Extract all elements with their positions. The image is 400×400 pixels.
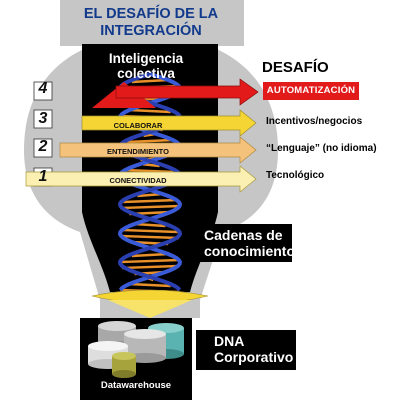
knowledge-chains-label: Cadenas de conocimiento — [196, 224, 296, 262]
datawarehouse-label: Datawarehouse — [100, 380, 172, 391]
diagram-title: EL DESAFÍO DE LA INTEGRACIÓN — [66, 6, 236, 40]
helix-rung — [131, 252, 169, 258]
automatizacion-arrow — [115, 78, 259, 106]
helix-rung — [123, 198, 177, 204]
helix-rung — [122, 228, 178, 234]
helix-rung — [121, 234, 179, 240]
helix-rung — [129, 108, 171, 114]
challenge-incentivos: Incentivos/negocios — [266, 116, 363, 127]
title-line-2: INTEGRACIÓN — [100, 23, 202, 39]
dna-line-2: Corporativo — [214, 349, 294, 365]
intelligence-line-2: colectiva — [117, 66, 175, 81]
level-number-4: 4 — [38, 80, 48, 97]
level-label-colaborar: COLABORAR — [113, 121, 163, 130]
colaborar-arrow — [81, 109, 257, 137]
corporate-dna-label: DNA Corporativo — [196, 330, 296, 370]
intelligence-line-1: Inteligencia — [108, 51, 184, 66]
chains-line-1: Cadenas de — [204, 227, 283, 243]
level-label-conectividad: CONECTIVIDAD — [109, 176, 167, 185]
chains-line-2: conocimiento — [204, 243, 296, 259]
challenge-tecnologico: Tecnológico — [266, 170, 325, 181]
level-label-entendimiento: ENTENDIMIENTO — [107, 147, 169, 156]
level-number-3: 3 — [38, 110, 48, 127]
dna-line-1: DNA — [214, 333, 245, 349]
level-number-2: 2 — [38, 138, 48, 155]
database-cylinders — [88, 321, 184, 378]
helix-rung — [121, 258, 179, 264]
helix-rung — [122, 264, 178, 270]
entendimiento-arrow — [59, 136, 257, 164]
collective-intelligence-label: Inteligencia colectiva — [86, 51, 206, 81]
conectividad-arrow — [25, 165, 257, 193]
helix-rung — [131, 78, 169, 84]
title-line-1: EL DESAFÍO DE LA — [83, 6, 219, 22]
lens-tip — [108, 300, 192, 318]
level-number-1: 1 — [38, 168, 48, 185]
helix-rung — [120, 204, 180, 210]
challenge-automatizacion: AUTOMATIZACIÓN — [263, 82, 359, 100]
helix-rung — [127, 138, 173, 144]
challenge-lenguaje: “Lenguaje” (no idioma) — [266, 143, 377, 154]
challenge-heading: DESAFÍO — [262, 59, 329, 76]
helix-rung — [129, 282, 171, 288]
